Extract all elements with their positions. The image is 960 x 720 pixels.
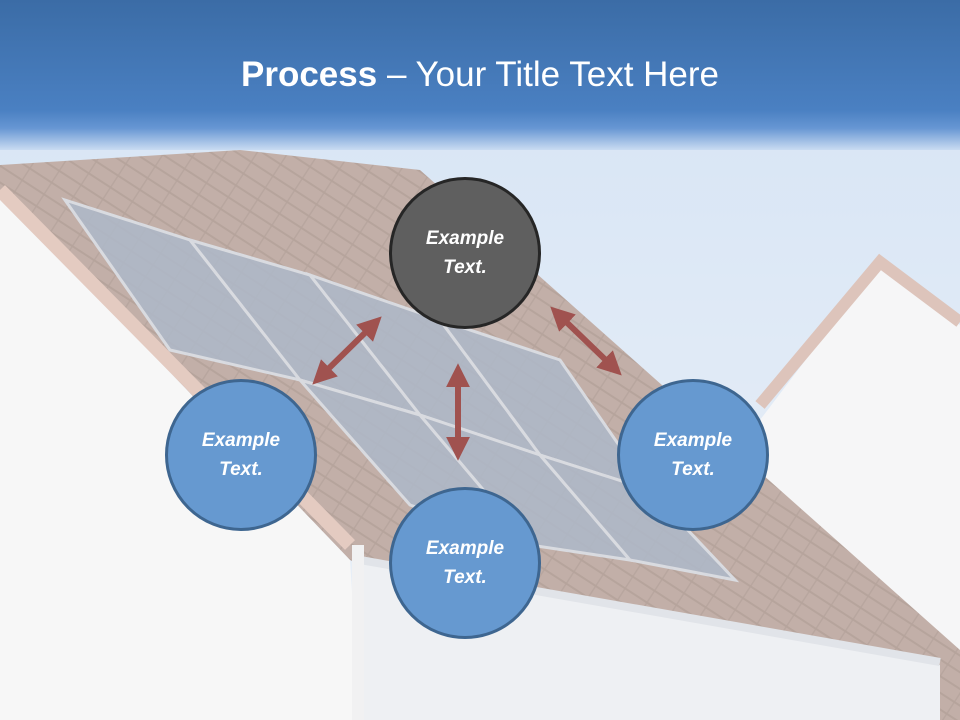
arrow-top-left [312, 316, 382, 385]
title-band [0, 0, 960, 150]
arrow-top-right [550, 306, 622, 376]
title-rest: – Your Title Text Here [377, 55, 719, 94]
node-left-label: Example Text. [201, 430, 281, 480]
node-left: Example Text. [165, 379, 317, 531]
title-bold: Process [241, 55, 378, 94]
node-top: Example Text. [389, 177, 541, 329]
node-bottom-label: Example Text. [425, 538, 505, 588]
node-right: Example Text. [617, 379, 769, 531]
slide-title: Process – Your Title Text Here [0, 52, 960, 98]
node-right-label: Example Text. [653, 430, 733, 480]
node-top-label: Example Text. [425, 228, 505, 278]
node-bottom: Example Text. [389, 487, 541, 639]
